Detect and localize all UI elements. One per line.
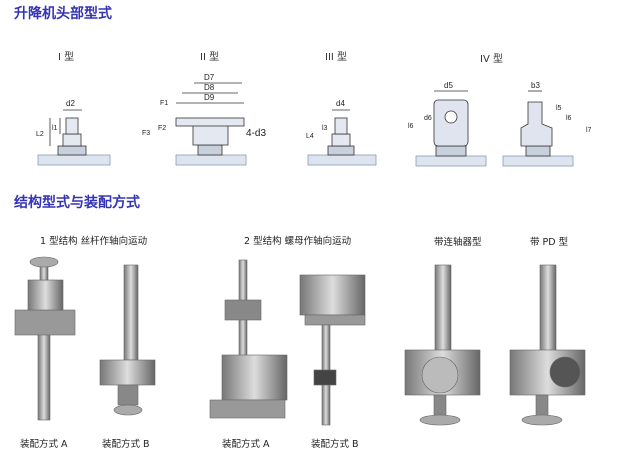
- svg-text:l7: l7: [586, 127, 592, 134]
- type-label-2: II 型: [200, 52, 220, 63]
- svg-text:D9: D9: [204, 93, 215, 102]
- diagram-type-2: D7 D8 D9 F1 F2 F3 4-d3: [142, 73, 266, 166]
- svg-text:d5: d5: [444, 81, 453, 90]
- caption-type1-b: 装配方式 B: [102, 439, 150, 450]
- group-label-type2: 2 型结构 螺母作轴向运动: [244, 236, 352, 247]
- caption-type1-a: 装配方式 A: [20, 439, 68, 450]
- head-type-diagrams: d2 l1 L2 D7 D8 D9 F1 F2 F3 4-d3 d4 l3 L4…: [36, 73, 592, 167]
- diagram-type-4a: d5 d6 l6: [408, 81, 487, 167]
- svg-text:F3: F3: [142, 130, 150, 137]
- photo-type2-b: [299, 274, 366, 426]
- svg-text:L4: L4: [306, 133, 314, 140]
- diagram-type-4b: b3 l5 l6 l7: [502, 81, 592, 167]
- type-label-4: IV 型: [480, 54, 503, 65]
- photo-pd-type: [509, 264, 586, 426]
- photo-type1-a: [14, 256, 76, 421]
- group-label-pd: 带 PD 型: [530, 237, 569, 248]
- photo-type2-a: [209, 259, 288, 419]
- svg-text:L2: L2: [36, 131, 44, 138]
- product-photos: [14, 256, 586, 426]
- caption-type2-b: 装配方式 B: [311, 439, 359, 450]
- section-title-head-types: 升降机头部型式: [14, 6, 112, 22]
- svg-text:b3: b3: [531, 81, 540, 90]
- caption-type2-a: 装配方式 A: [222, 439, 270, 450]
- photo-coupling-type: [404, 264, 481, 426]
- type-label-1: I 型: [58, 52, 75, 63]
- svg-text:D7: D7: [204, 73, 215, 82]
- svg-text:F2: F2: [158, 125, 166, 132]
- section-title-structure: 结构型式与装配方式: [14, 195, 140, 211]
- photo-type1-b: [99, 264, 156, 416]
- svg-text:d6: d6: [424, 115, 432, 122]
- svg-text:l6: l6: [566, 115, 572, 122]
- svg-text:4-d3: 4-d3: [246, 128, 266, 139]
- svg-text:d4: d4: [336, 99, 345, 108]
- type-label-3: III 型: [325, 52, 348, 63]
- diagram-type-1: d2 l1 L2: [36, 99, 111, 166]
- svg-text:d2: d2: [66, 99, 75, 108]
- svg-text:l6: l6: [408, 123, 414, 130]
- diagram-type-3: d4 l3 L4: [306, 99, 377, 166]
- svg-text:l5: l5: [556, 105, 562, 112]
- svg-text:F1: F1: [160, 100, 168, 107]
- svg-text:l3: l3: [322, 125, 328, 132]
- svg-text:D8: D8: [204, 83, 215, 92]
- group-label-type1: 1 型结构 丝杆作轴向运动: [40, 236, 148, 247]
- svg-text:l1: l1: [52, 125, 58, 132]
- group-label-coupling: 带连轴器型: [434, 237, 482, 248]
